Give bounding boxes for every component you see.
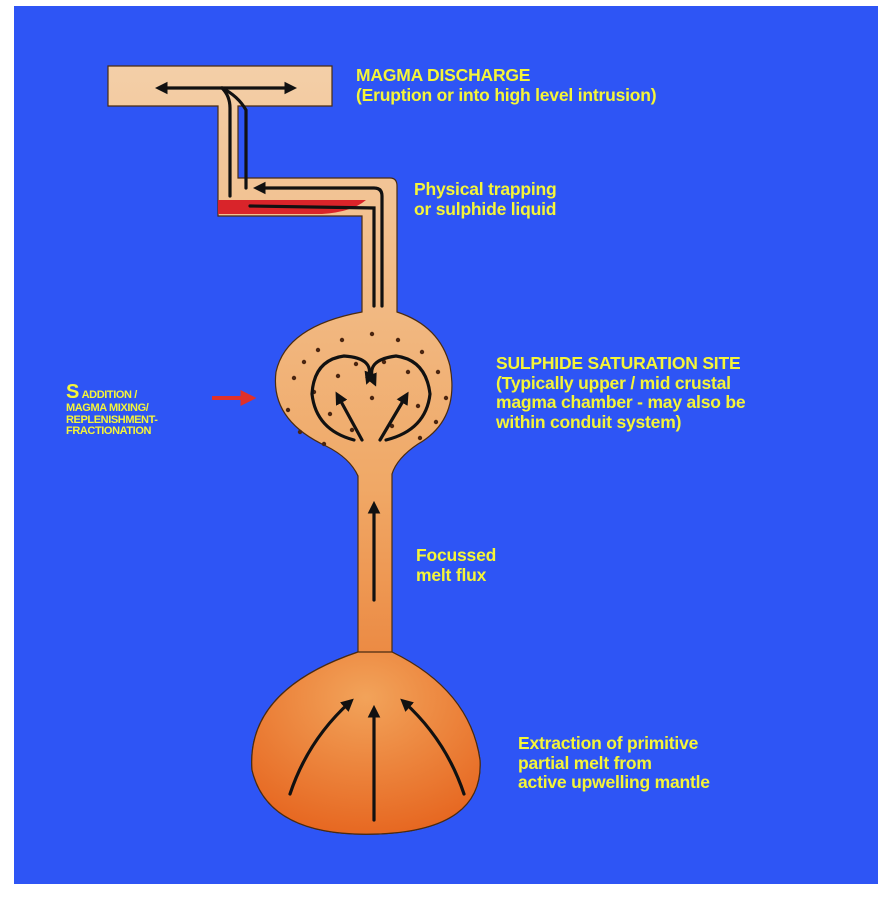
trapping-line-2: or sulphide liquid (414, 200, 556, 220)
extraction-label: Extraction of primitive partial melt fro… (518, 734, 710, 793)
trapping-label: Physical trapping or sulphide liquid (414, 180, 556, 219)
saturation-line-4: within conduit system) (496, 413, 745, 433)
flux-label: Focussed melt flux (416, 546, 496, 585)
trapping-line-1: Physical trapping (414, 180, 556, 200)
addition-line-2: MAGMA MIXING/ (66, 403, 158, 415)
saturation-line-2: (Typically upper / mid crustal (496, 374, 745, 394)
addition-line-4: FRACTIONATION (66, 426, 158, 438)
saturation-label: SULPHIDE SATURATION SITE (Typically uppe… (496, 354, 745, 432)
discharge-subtitle: (Eruption or into high level intrusion) (356, 86, 656, 106)
extraction-line-1: Extraction of primitive (518, 734, 710, 754)
discharge-title: MAGMA DISCHARGE (356, 66, 656, 86)
discharge-label: MAGMA DISCHARGE (Eruption or into high l… (356, 66, 656, 105)
extraction-line-2: partial melt from (518, 754, 710, 774)
saturation-line-3: magma chamber - may also be (496, 393, 745, 413)
flux-line-1: Focussed (416, 546, 496, 566)
sulphur-symbol: S (66, 381, 79, 403)
addition-label: S ADDITION / MAGMA MIXING/ REPLENISHMENT… (66, 382, 158, 438)
addition-line-1: ADDITION / (82, 389, 137, 401)
saturation-title: SULPHIDE SATURATION SITE (496, 354, 745, 374)
flux-line-2: melt flux (416, 566, 496, 586)
extraction-line-3: active upwelling mantle (518, 773, 710, 793)
